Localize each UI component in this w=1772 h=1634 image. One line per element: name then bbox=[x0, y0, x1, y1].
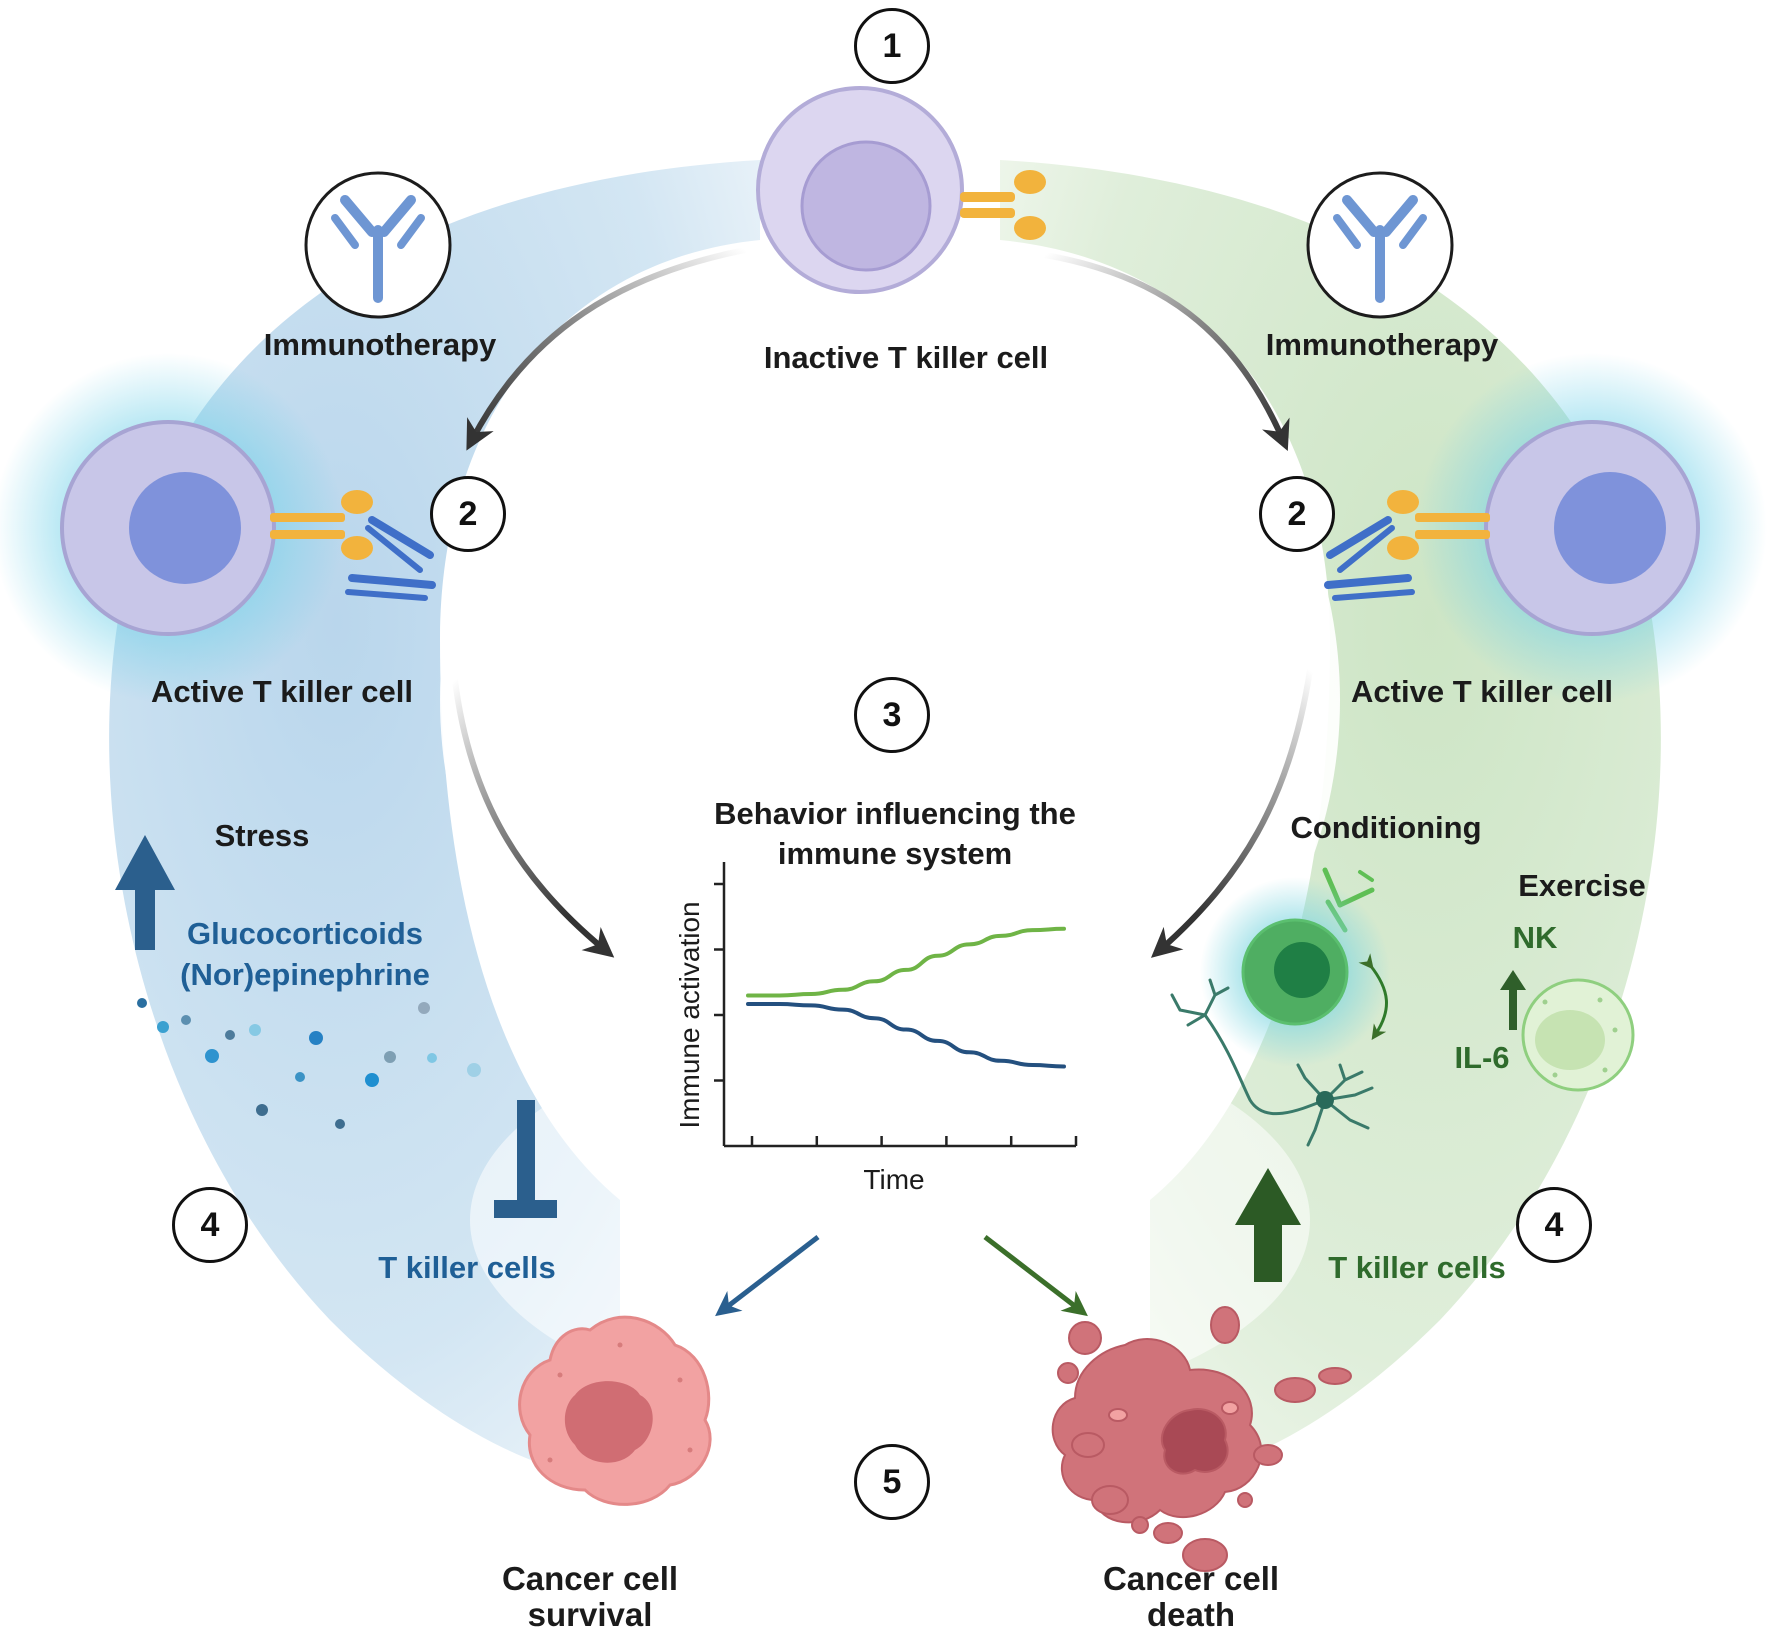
inactive-t-cell bbox=[756, 86, 1046, 294]
step-4-circle-right: 4 bbox=[1516, 1187, 1592, 1263]
behavior-title-line2: immune system bbox=[777, 836, 1013, 871]
cancer-survival-label-line1: Cancer cell bbox=[501, 1560, 679, 1597]
step-2-circle-right: 2 bbox=[1259, 476, 1335, 552]
inhibition-icon bbox=[494, 1100, 557, 1218]
arrow-to-right-active bbox=[1044, 252, 1290, 451]
step-3-circle: 3 bbox=[854, 677, 930, 753]
exercise-label: Exercise bbox=[1518, 868, 1646, 903]
antibody-icon bbox=[1306, 171, 1454, 319]
nk-cell-icon bbox=[1521, 978, 1635, 1092]
chart-x-axis-label: Time bbox=[863, 1164, 925, 1195]
cancer-survival-label-line2: survival bbox=[527, 1596, 653, 1633]
active-t-cell-label-right: Active T killer cell bbox=[1351, 674, 1613, 709]
immunotherapy-label-right: Immunotherapy bbox=[1265, 327, 1499, 362]
norepinephrine-label: (Nor)epinephrine bbox=[180, 957, 430, 992]
chart-series-line-green bbox=[746, 926, 1066, 998]
nk-up-arrow-icon bbox=[1500, 970, 1526, 1030]
immunotherapy-label-left: Immunotherapy bbox=[263, 327, 497, 362]
arrow-to-left-active bbox=[466, 247, 746, 451]
cancer-death-label-line1: Cancer cell bbox=[1102, 1560, 1280, 1597]
active-t-cell-right bbox=[1324, 353, 1767, 703]
chart-y-axis-label: Immune activation bbox=[674, 901, 705, 1129]
cancer-cell-survival-icon bbox=[518, 1315, 712, 1506]
il6-label: IL-6 bbox=[1454, 1040, 1510, 1075]
nk-label: NK bbox=[1512, 920, 1558, 955]
stress-up-arrow-icon bbox=[115, 835, 175, 950]
immune-activation-chart bbox=[714, 862, 1078, 1148]
hormone-dots bbox=[137, 998, 481, 1129]
exchange-arrows-icon bbox=[1358, 953, 1388, 1040]
active-t-cell-label-left: Active T killer cell bbox=[151, 674, 413, 709]
arrow-right-to-center bbox=[1150, 669, 1313, 958]
conditioning-label: Conditioning bbox=[1290, 810, 1482, 845]
t-killer-cells-label-right: T killer cells bbox=[1328, 1250, 1506, 1285]
antibody-icon bbox=[304, 171, 452, 319]
t-killer-up-arrow-icon bbox=[1235, 1168, 1301, 1282]
inactive-t-cell-label: Inactive T killer cell bbox=[763, 340, 1049, 375]
step-2-circle-left: 2 bbox=[430, 476, 506, 552]
t-killer-cells-label-left: T killer cells bbox=[378, 1250, 556, 1285]
arrow-to-cancer-survival bbox=[715, 1235, 820, 1317]
step-1-circle: 1 bbox=[854, 8, 930, 84]
immune-cell-glow bbox=[1200, 877, 1390, 1067]
arrow-left-to-center bbox=[452, 679, 615, 958]
neuron-icon bbox=[1170, 978, 1374, 1147]
chart-series-line-blue bbox=[746, 1002, 1066, 1069]
stress-label: Stress bbox=[214, 818, 310, 853]
cancer-death-label-line2: death bbox=[1146, 1596, 1236, 1633]
step-5-circle: 5 bbox=[854, 1444, 930, 1520]
receptor-icon bbox=[960, 170, 1046, 240]
lower-soft-area bbox=[470, 1020, 1310, 1420]
cancer-cell-death-icon bbox=[1051, 1306, 1352, 1572]
step-4-circle-left: 4 bbox=[172, 1187, 248, 1263]
arrow-to-cancer-death bbox=[983, 1235, 1088, 1317]
behavior-title-line1: Behavior influencing the bbox=[714, 796, 1076, 831]
glucocorticoids-label: Glucocorticoids bbox=[187, 916, 423, 951]
active-t-cell-left bbox=[0, 353, 436, 703]
